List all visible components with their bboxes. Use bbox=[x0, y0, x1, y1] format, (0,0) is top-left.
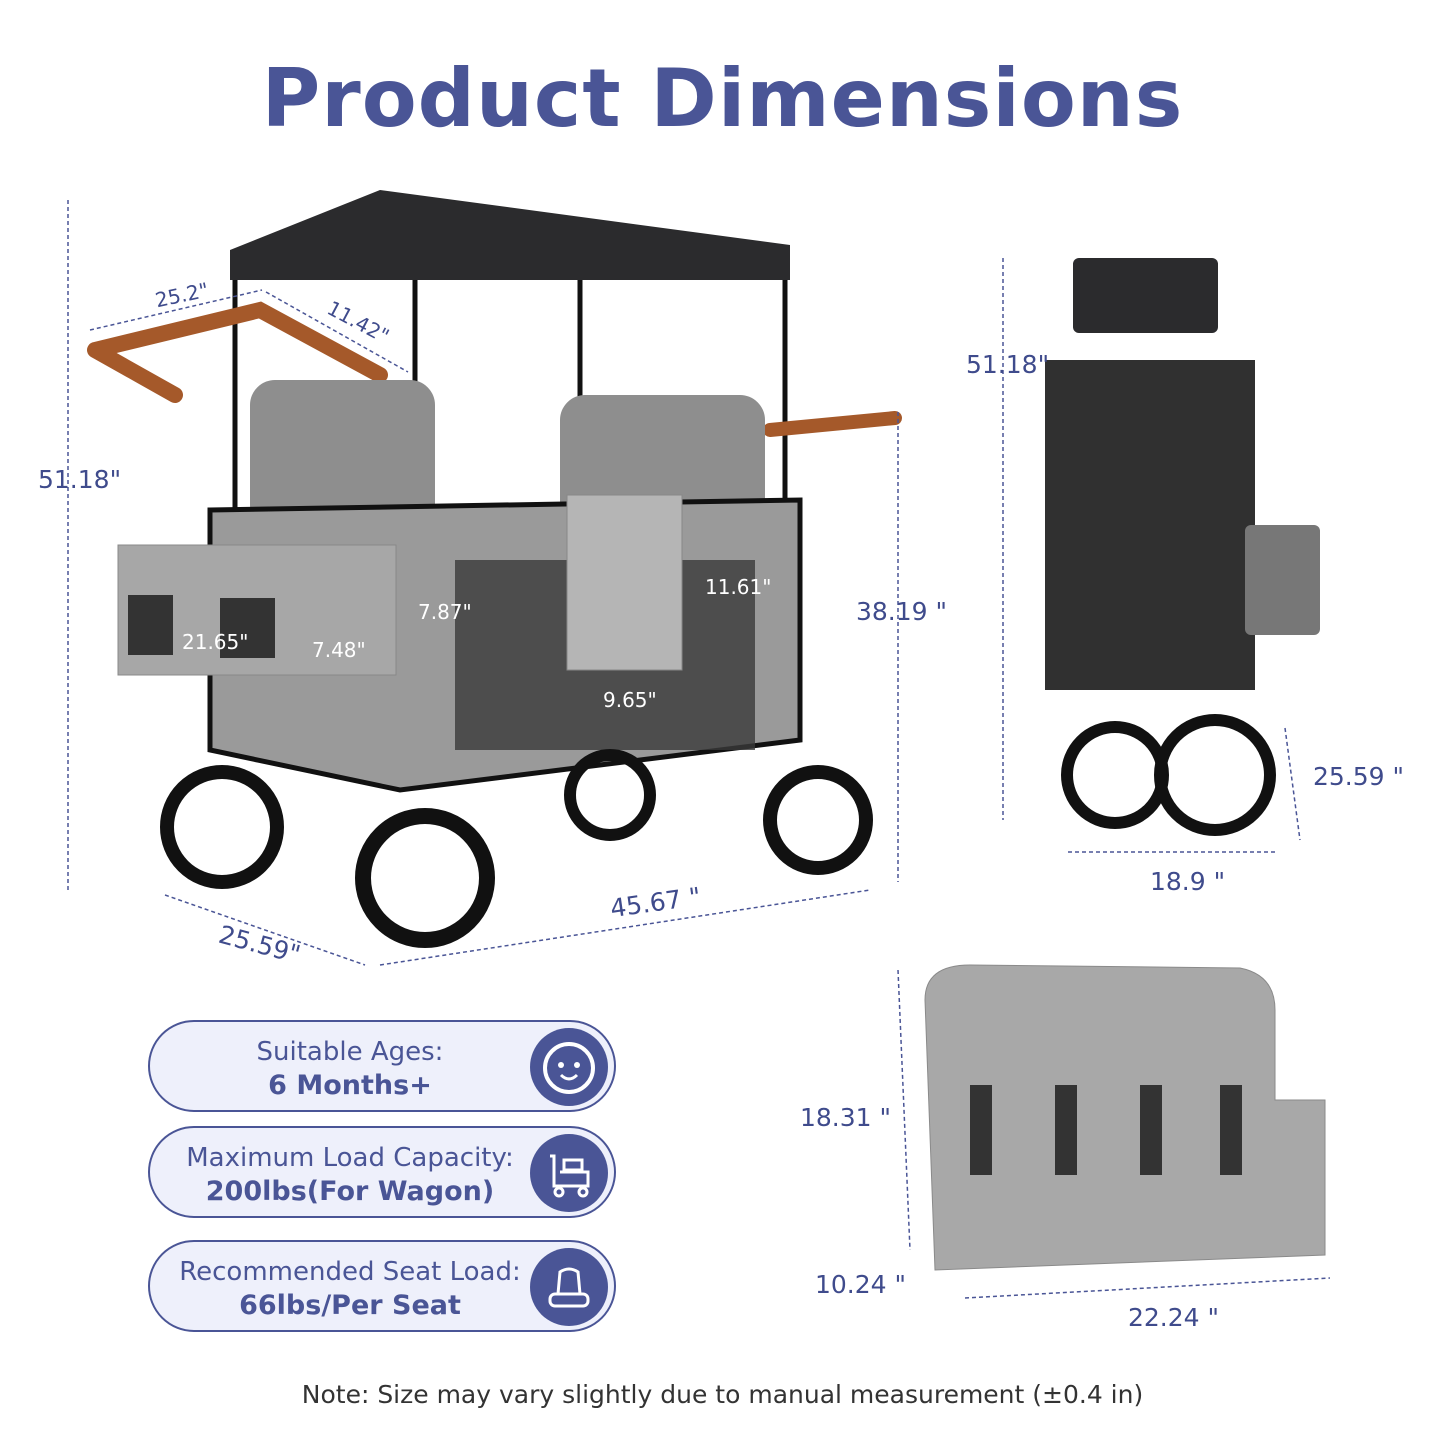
feature-value: 200lbs(For Wagon) bbox=[205, 1176, 495, 1207]
pocket-width-label: 9.65" bbox=[603, 688, 657, 712]
feature-label: Maximum Load Capacity: bbox=[186, 1143, 514, 1173]
body-height-label: 38.19 " bbox=[856, 597, 948, 626]
folded-depth-label: 25.59 " bbox=[1313, 762, 1405, 791]
feature-suitable-ages: Suitable Ages:6 Months+ bbox=[148, 1020, 616, 1112]
car-seat-icon bbox=[530, 1248, 608, 1326]
wagon-illustration bbox=[87, 190, 902, 948]
overall-height-label: 51.18" bbox=[38, 465, 122, 494]
feature-value: 6 Months+ bbox=[268, 1070, 432, 1101]
seat-height-label: 18.31 " bbox=[800, 1103, 892, 1132]
basket-length-label: 21.65" bbox=[182, 630, 249, 654]
folded-height-label: 51.18" bbox=[966, 350, 1050, 379]
measurement-note: Note: Size may vary slightly due to manu… bbox=[301, 1380, 1144, 1409]
folded-wagon-illustration bbox=[1045, 258, 1320, 836]
cart-icon bbox=[530, 1134, 608, 1212]
feature-label: Suitable Ages: bbox=[256, 1037, 444, 1067]
seat-width-label: 22.24 " bbox=[1128, 1303, 1220, 1332]
inner-height-label: 11.61" bbox=[705, 575, 772, 599]
feature-seat-load: Recommended Seat Load:66lbs/Per Seat bbox=[148, 1240, 616, 1332]
folded-width-label: 18.9 " bbox=[1150, 867, 1226, 896]
seat-illustration bbox=[924, 964, 1326, 1271]
side-height-label: 7.87" bbox=[418, 600, 472, 624]
feature-label: Recommended Seat Load: bbox=[179, 1257, 521, 1287]
feature-value: 66lbs/Per Seat bbox=[239, 1290, 461, 1321]
seat-depth-label: 10.24 " bbox=[815, 1270, 907, 1299]
feature-max-load: Maximum Load Capacity:200lbs(For Wagon) bbox=[148, 1126, 616, 1218]
baby-face-icon bbox=[530, 1028, 608, 1106]
basket-width-label: 7.48" bbox=[312, 638, 366, 662]
dimension-lines bbox=[67, 200, 1331, 1299]
page-title: Product Dimensions bbox=[261, 52, 1184, 145]
